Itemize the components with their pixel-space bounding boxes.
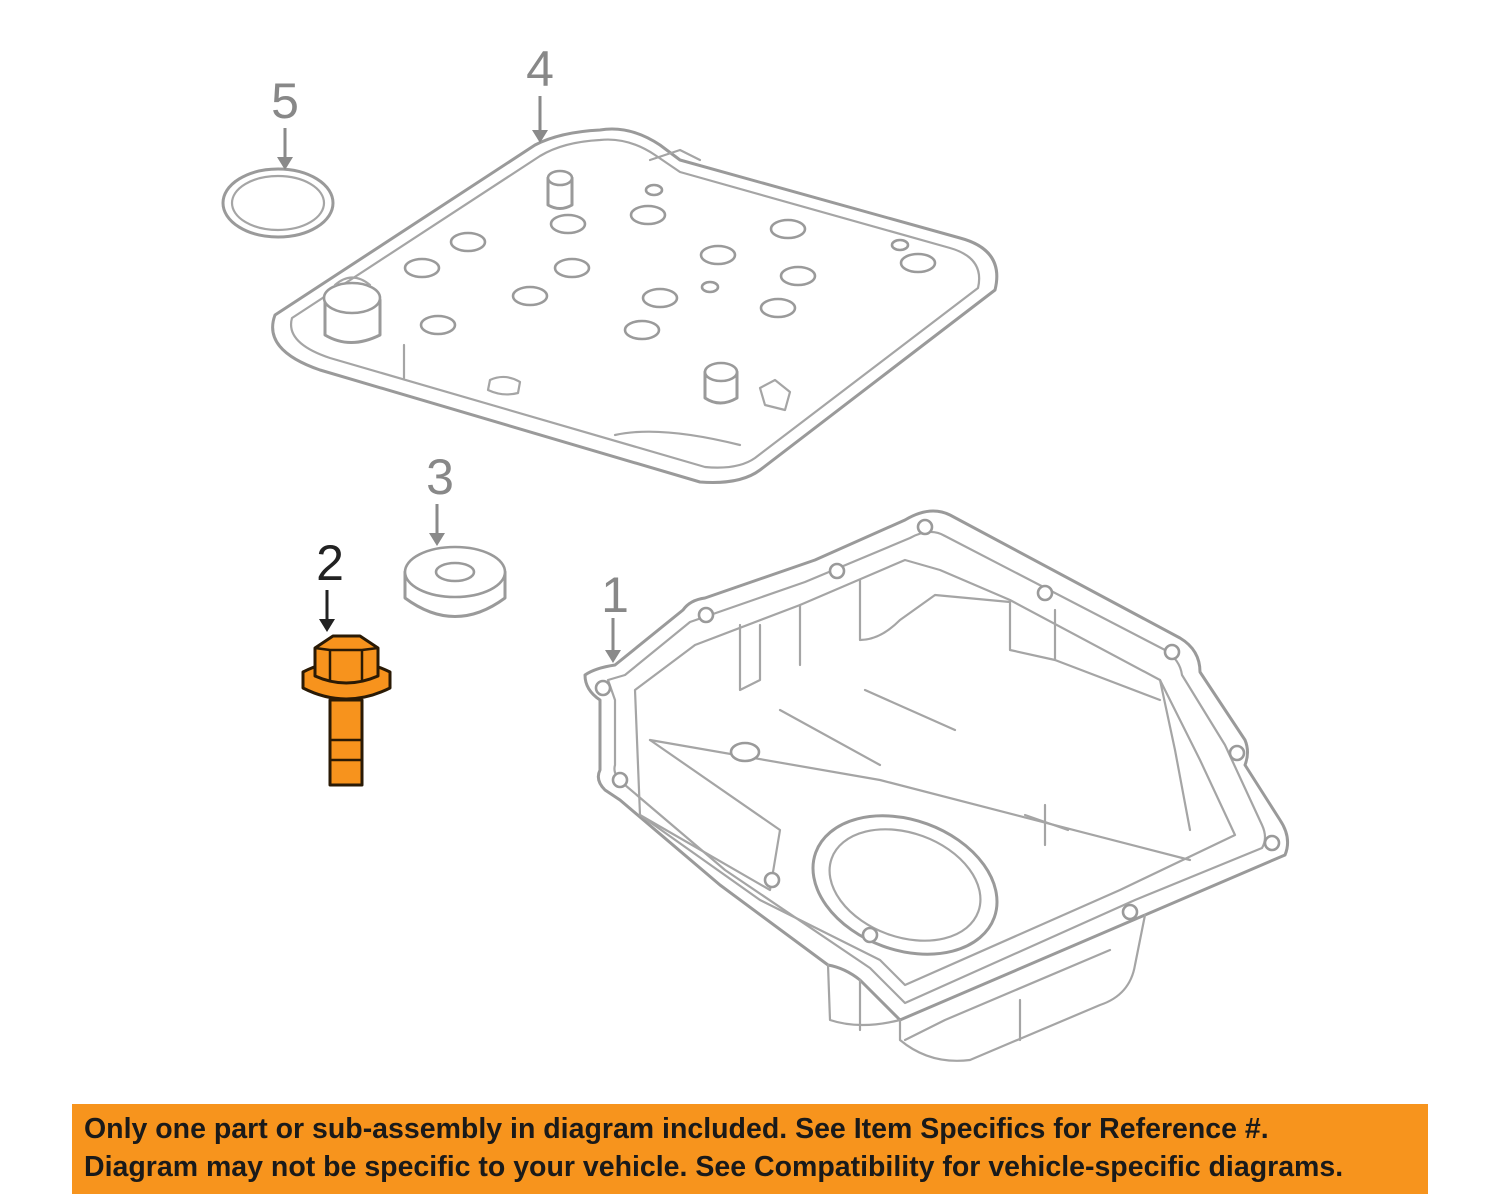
callout-4: 4: [526, 41, 554, 97]
disclaimer-line-1: Only one part or sub-assembly in diagram…: [84, 1113, 1269, 1145]
callout-2: 2: [316, 535, 344, 591]
disclaimer-banner: Only one part or sub-assembly in diagram…: [72, 1104, 1428, 1194]
callout-1: 1: [601, 567, 629, 623]
arrow-3: [429, 504, 445, 546]
disclaimer-line-2: Diagram may not be specific to your vehi…: [84, 1151, 1344, 1183]
part-1-oil-pan[interactable]: [583, 509, 1290, 1062]
arrow-5: [277, 128, 293, 170]
part-2-bolt[interactable]: [301, 634, 392, 787]
callout-3: 3: [426, 449, 454, 505]
part-3-magnet[interactable]: [403, 545, 507, 618]
arrow-4: [532, 96, 548, 143]
part-4-filter[interactable]: [271, 127, 999, 484]
callout-5: 5: [271, 73, 299, 129]
arrow-1: [605, 618, 621, 663]
arrow-2: [319, 590, 335, 632]
part-5-seal-ring[interactable]: [221, 167, 335, 239]
